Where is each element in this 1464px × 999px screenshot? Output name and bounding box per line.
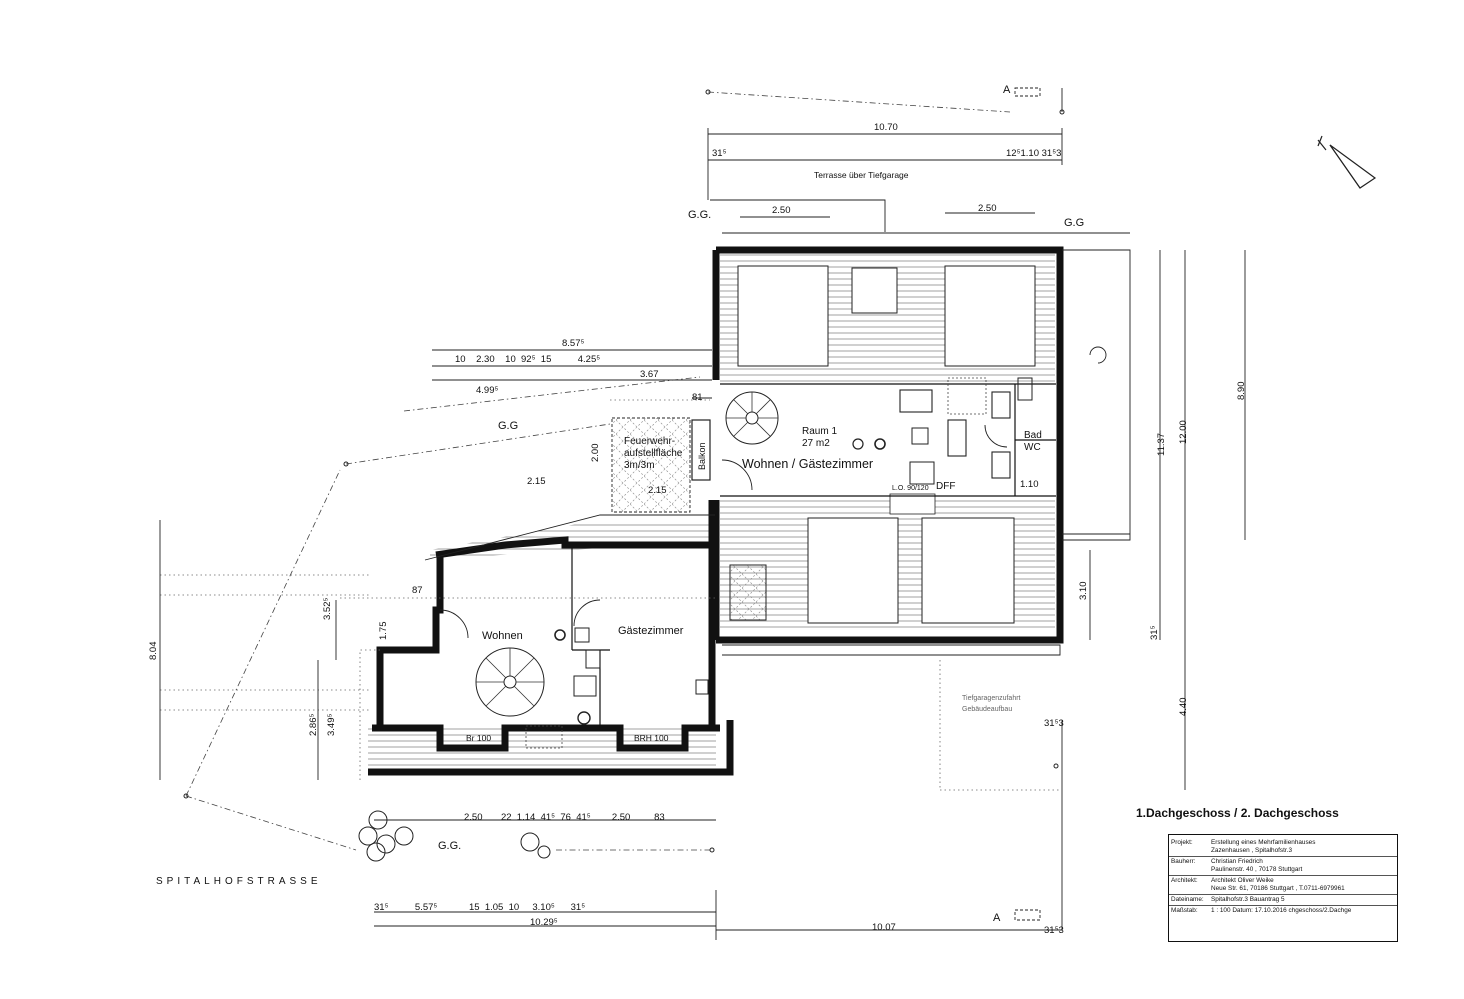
tb-projekt-row2: Zazenhausen , Spitalhofstr.3 [1169, 847, 1397, 855]
tree-symbols [358, 810, 551, 862]
bad-label: Bad [1024, 430, 1042, 441]
lo-label: L.O. 90/120 [892, 485, 929, 492]
dim-175: 1.75 [378, 622, 389, 641]
feuerwehr-line1: Feuerwehr- [624, 436, 675, 447]
tb-bauherr-row: Bauherr: Christian Friedrich [1169, 858, 1397, 866]
top-dimension-lines [705, 87, 1130, 234]
raum1-label: Raum 1 [802, 426, 837, 437]
brh100-label: BRH 100 [634, 733, 669, 743]
dim-3153-bottom: 31⁵3 [1044, 925, 1064, 936]
wohnen-gaestezimmer-label: Wohnen / Gästezimmer [742, 457, 873, 471]
gg-mark-4: G.G. [438, 840, 461, 852]
tb-architekt-row2: Neue Str. 61, 70186 Stuttgart , T.0711-6… [1169, 885, 1397, 893]
tb-massstab-row: Maßstab: 1 : 100 Datum: 17.10.2016 chges… [1169, 907, 1397, 915]
tb-projekt-key: Projekt: [1171, 839, 1193, 846]
terrace-label: Terrasse über Tiefgarage [814, 170, 909, 180]
dim-440: 4.40 [1178, 698, 1189, 717]
dim-2865: 2.86⁵ [308, 714, 319, 736]
dim-250-left: 2.50 [772, 205, 791, 216]
lower-building-block [359, 500, 734, 780]
site-lines [159, 250, 1246, 940]
tb-architekt-line2: Neue Str. 61, 70186 Stuttgart , T.0711-6… [1211, 885, 1345, 892]
section-mark-bottom: A [993, 912, 1001, 924]
dim-top-right: 12⁵1.10 31⁵3 [1006, 148, 1061, 159]
fire-access-area [610, 397, 712, 513]
feuerwehr-line3: 3m/3m [624, 460, 655, 471]
gaestezimmer-label: Gästezimmer [618, 625, 684, 637]
tb-datei-val: Spitalhofstr.3 Bauantrag 5 [1211, 896, 1285, 903]
wohnen-label: Wohnen [482, 630, 523, 642]
tb-bauherr-row2: Paulinenstr. 40 , 70178 Stuttgart [1169, 866, 1397, 874]
north-arrow-icon [1317, 135, 1377, 189]
gg-mark-1: G.G. [688, 209, 711, 221]
dim-110: 1.10 [1020, 479, 1039, 490]
dim-310: 3.10 [1078, 582, 1089, 601]
wc-label: WC [1024, 442, 1041, 453]
gg-mark-3: G.G [498, 420, 518, 432]
dim-81: 81 [692, 392, 703, 403]
tb-bauherr-line1: Christian Friedrich [1211, 858, 1263, 865]
dim-3495: 3.49⁵ [326, 714, 337, 736]
dim-10295: 10.29⁵ [530, 917, 558, 928]
dim-4995: 4.99⁵ [476, 385, 498, 396]
gg-mark-2: G.G [1064, 217, 1084, 229]
dim-1137: 11.37 [1156, 433, 1167, 456]
tb-bauherr-key: Bauherr: [1171, 858, 1196, 865]
dim-3525: 3.52⁵ [322, 598, 333, 620]
section-mark-top: A [1003, 84, 1011, 96]
dim-200: 2.00 [590, 444, 601, 463]
tb-architekt-key: Architekt: [1171, 877, 1198, 884]
dim-1007: 10.07 [872, 922, 896, 933]
tb-datei-row: Dateiname: Spitalhofstr.3 Bauantrag 5 [1169, 896, 1397, 904]
tiefgarage-line1: Tiefgaragenzufahrt [962, 695, 1021, 702]
dim-315-right: 31⁵ [1149, 625, 1160, 640]
tiefgarage-line2: Gebäudeaufbau [962, 706, 1012, 713]
upper-building-block [712, 246, 1131, 656]
dff-label: DFF [936, 481, 955, 492]
dim-367: 3.67 [640, 369, 659, 380]
dim-row-bottom-1: 2.50 22 1.14 41⁵ 76 41⁵ 2.50 83 [464, 812, 665, 823]
dim-1070: 10.70 [874, 122, 898, 133]
dim-890: 8.90 [1236, 382, 1247, 401]
dim-804: 8.04 [148, 642, 159, 661]
br100-label: Br 100 [466, 733, 491, 743]
tb-datei-key: Dateiname: [1171, 896, 1204, 903]
tb-projekt-line1: Erstellung eines Mehrfamilienhauses [1211, 839, 1316, 846]
dim-250-right: 2.50 [978, 203, 997, 214]
dim-row-bottom-2: 31⁵ 5.57⁵ 15 1.05 10 3.10⁵ 31⁵ [374, 902, 585, 913]
dim-215-left: 2.15 [527, 476, 546, 487]
tb-massstab-val: 1 : 100 Datum: 17.10.2016 chgeschoss/2.D… [1211, 907, 1352, 914]
title-block: Projekt: Erstellung eines Mehrfamilienha… [1168, 834, 1398, 942]
plan-labels: A A 10.70 31⁵ 12⁵1.10 31⁵3 Terrasse über… [148, 84, 1247, 936]
dim-row-top: 10 2.30 10 92⁵ 15 4.25⁵ [455, 354, 600, 365]
balkon-label: Balkon [697, 442, 707, 470]
dim-3153-right: 31⁵3 [1044, 718, 1064, 729]
tb-architekt-line1: Architekt Oliver Weike [1211, 877, 1274, 884]
dim-8575: 8.57⁵ [562, 338, 584, 349]
spiral-stair-lower [475, 647, 545, 717]
plan-title: 1.Dachgeschoss / 2. Dachgeschoss [1136, 806, 1339, 820]
tb-projekt-row: Projekt: Erstellung eines Mehrfamilienha… [1169, 839, 1397, 847]
dim-315-top: 31⁵ [712, 148, 727, 159]
street-name: SPITALHOFSTRASSE [156, 876, 322, 887]
spiral-stair-upper [725, 391, 779, 445]
tb-architekt-row: Architekt: Architekt Oliver Weike [1169, 877, 1397, 885]
dim-87: 87 [412, 585, 423, 596]
tb-bauherr-line2: Paulinenstr. 40 , 70178 Stuttgart [1211, 866, 1303, 873]
tb-massstab-key: Maßstab: [1171, 907, 1198, 914]
feuerwehr-line2: aufstellfläche [624, 448, 683, 459]
dim-1200: 12.00 [1178, 420, 1189, 444]
tb-projekt-line2: Zazenhausen , Spitalhofstr.3 [1211, 847, 1292, 854]
raum1-area: 27 m2 [802, 438, 830, 449]
dim-215-right: 2.15 [648, 485, 667, 496]
